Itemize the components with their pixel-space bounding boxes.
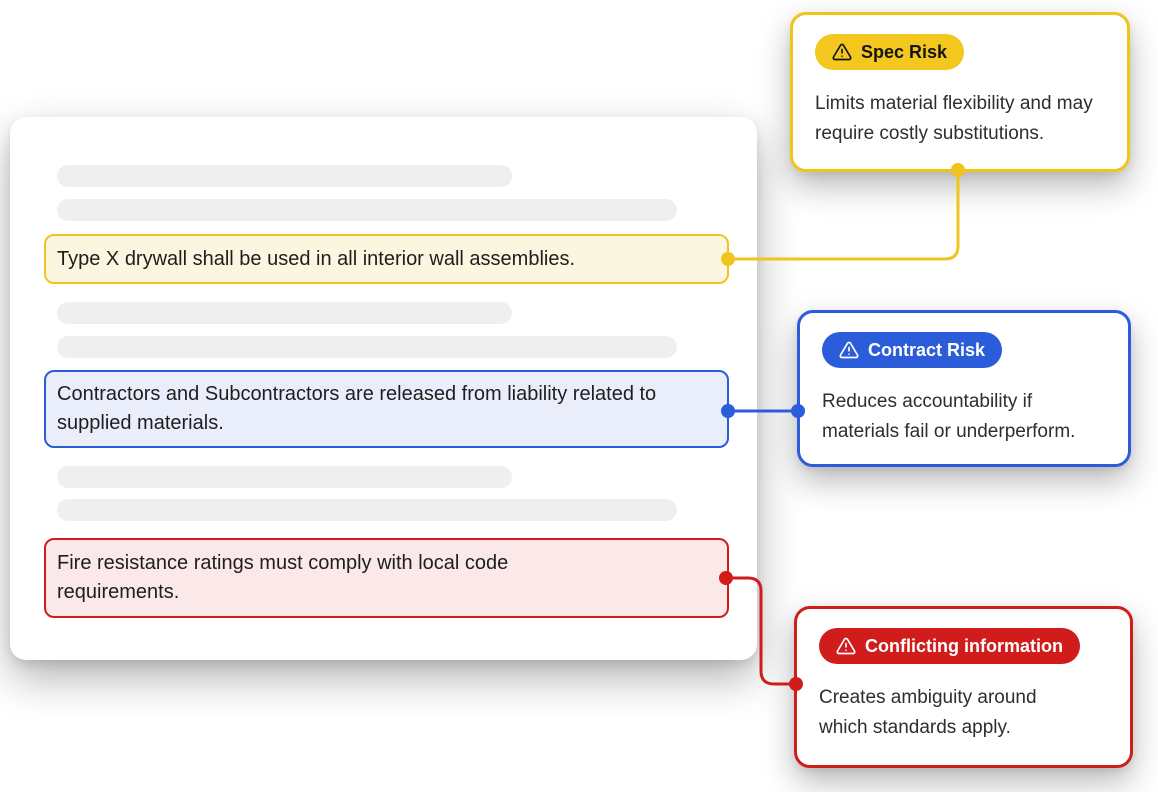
- badge-label: Contract Risk: [868, 339, 986, 360]
- callout-contract-risk[interactable]: Contract Risk Reduces accountability if …: [797, 310, 1131, 467]
- highlight-text: Type X drywall shall be used in all inte…: [57, 247, 576, 270]
- document-card: Type X drywall shall be used in all inte…: [10, 117, 757, 660]
- highlight-text: Fire resistance ratings must comply with…: [57, 552, 509, 603]
- callout-description: Reduces accountability if materials fail…: [822, 391, 1076, 442]
- callout-description: Limits material flexibility and may requ…: [815, 93, 1093, 144]
- warning-icon: [836, 636, 856, 656]
- skeleton-text-line: [57, 165, 512, 187]
- conflicting-information-badge: Conflicting information: [819, 628, 1080, 664]
- skeleton-text-line: [57, 499, 677, 521]
- badge-label: Conflicting information: [865, 635, 1063, 656]
- highlight-conflicting-information[interactable]: Fire resistance ratings must comply with…: [44, 538, 729, 618]
- badge-label: Spec Risk: [861, 41, 948, 62]
- callout-description: Creates ambiguity around which standards…: [819, 687, 1037, 738]
- highlight-spec-risk[interactable]: Type X drywall shall be used in all inte…: [44, 234, 729, 284]
- highlight-contract-risk[interactable]: Contractors and Subcontractors are relea…: [44, 370, 729, 448]
- contract-risk-badge: Contract Risk: [822, 332, 1003, 368]
- warning-icon: [839, 340, 859, 360]
- skeleton-text-line: [57, 466, 512, 488]
- skeleton-text-line: [57, 302, 512, 324]
- warning-icon: [832, 42, 852, 62]
- callout-spec-risk[interactable]: Spec Risk Limits material flexibility an…: [790, 12, 1130, 172]
- highlight-text: Contractors and Subcontractors are relea…: [57, 383, 657, 434]
- callout-conflicting-information[interactable]: Conflicting information Creates ambiguit…: [794, 606, 1133, 768]
- skeleton-text-line: [57, 336, 677, 358]
- spec-risk-badge: Spec Risk: [815, 34, 965, 70]
- connector-spec-risk: [728, 170, 960, 261]
- skeleton-text-line: [57, 199, 677, 221]
